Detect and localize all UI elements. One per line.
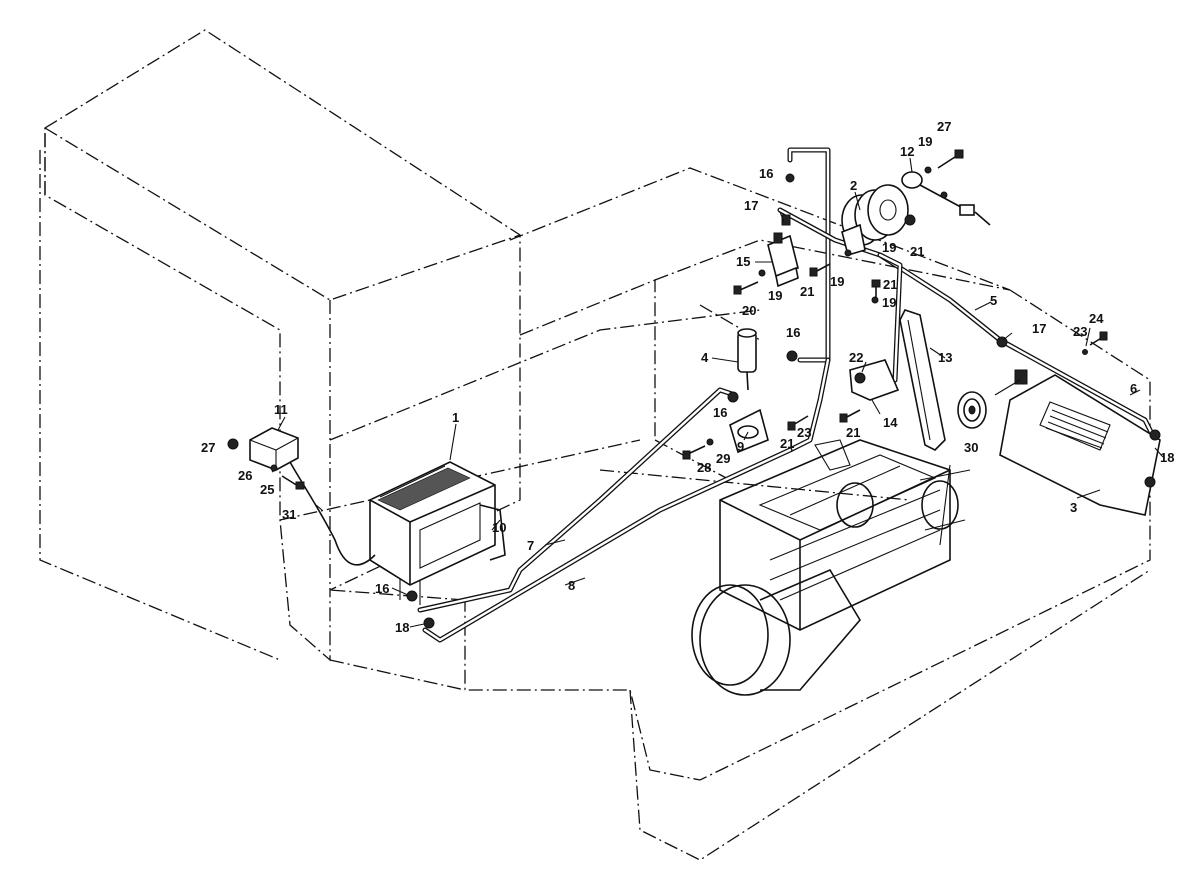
callout-17: 17 (1032, 321, 1046, 336)
leader-lines (271, 157, 1164, 628)
callout-19: 19 (768, 288, 782, 303)
crank-pulley (957, 391, 987, 429)
refrigerant-lines (417, 147, 1158, 643)
callout-28: 28 (697, 460, 711, 475)
compressor (841, 149, 991, 257)
callout-2: 2 (850, 178, 857, 193)
engine-block (691, 439, 971, 696)
callout-19: 19 (882, 295, 896, 310)
callout-22: 22 (849, 350, 863, 365)
callout-27: 27 (201, 440, 215, 455)
hose-fittings (406, 590, 435, 629)
callout-19: 19 (918, 134, 932, 149)
callout-17: 17 (744, 198, 758, 213)
drier-bracket (682, 408, 809, 460)
callout-11: 11 (274, 402, 288, 417)
callout-21: 21 (910, 244, 924, 259)
callout-12: 12 (900, 144, 914, 159)
callout-5: 5 (990, 293, 997, 308)
callout-8: 8 (568, 578, 575, 593)
callout-23: 23 (797, 425, 811, 440)
callout-21: 21 (800, 284, 814, 299)
callout-20: 20 (742, 303, 756, 318)
receiver-drier (727, 328, 798, 403)
idler-pulley (839, 279, 1108, 423)
callout-21: 21 (846, 425, 860, 440)
callout-26: 26 (238, 468, 252, 483)
callout-25: 25 (260, 482, 274, 497)
callout-19: 19 (882, 240, 896, 255)
callout-29: 29 (716, 451, 730, 466)
expansion-valve (733, 173, 852, 295)
callout-21: 21 (780, 436, 794, 451)
callout-15: 15 (736, 254, 750, 269)
callout-10: 10 (492, 520, 506, 535)
condenser-fins (1045, 409, 1109, 449)
callout-4: 4 (701, 350, 709, 365)
relay-box (227, 427, 376, 566)
callout-14: 14 (883, 415, 898, 430)
callout-27: 27 (937, 119, 951, 134)
callout-21: 21 (883, 277, 897, 292)
callout-18: 18 (395, 620, 409, 635)
callout-3: 3 (1070, 500, 1077, 515)
callout-9: 9 (737, 439, 744, 454)
callout-23: 23 (1073, 324, 1087, 339)
callout-labels: 1 2 3 4 5 6 7 8 9 10 11 12 13 14 15 16 1… (201, 119, 1174, 635)
callout-6: 6 (1130, 381, 1137, 396)
callout-31: 31 (282, 507, 296, 522)
callout-19: 19 (830, 274, 844, 289)
callout-1: 1 (452, 410, 459, 425)
callout-30: 30 (964, 440, 978, 455)
heater-unit (369, 461, 506, 605)
callout-16: 16 (786, 325, 800, 340)
drive-belt (899, 309, 946, 451)
callout-18: 18 (1160, 450, 1174, 465)
callout-16: 16 (375, 581, 389, 596)
callout-7: 7 (527, 538, 534, 553)
callout-13: 13 (938, 350, 952, 365)
callout-16: 16 (713, 405, 727, 420)
condenser (994, 336, 1161, 516)
callout-24: 24 (1089, 311, 1104, 326)
callout-16: 16 (759, 166, 773, 181)
